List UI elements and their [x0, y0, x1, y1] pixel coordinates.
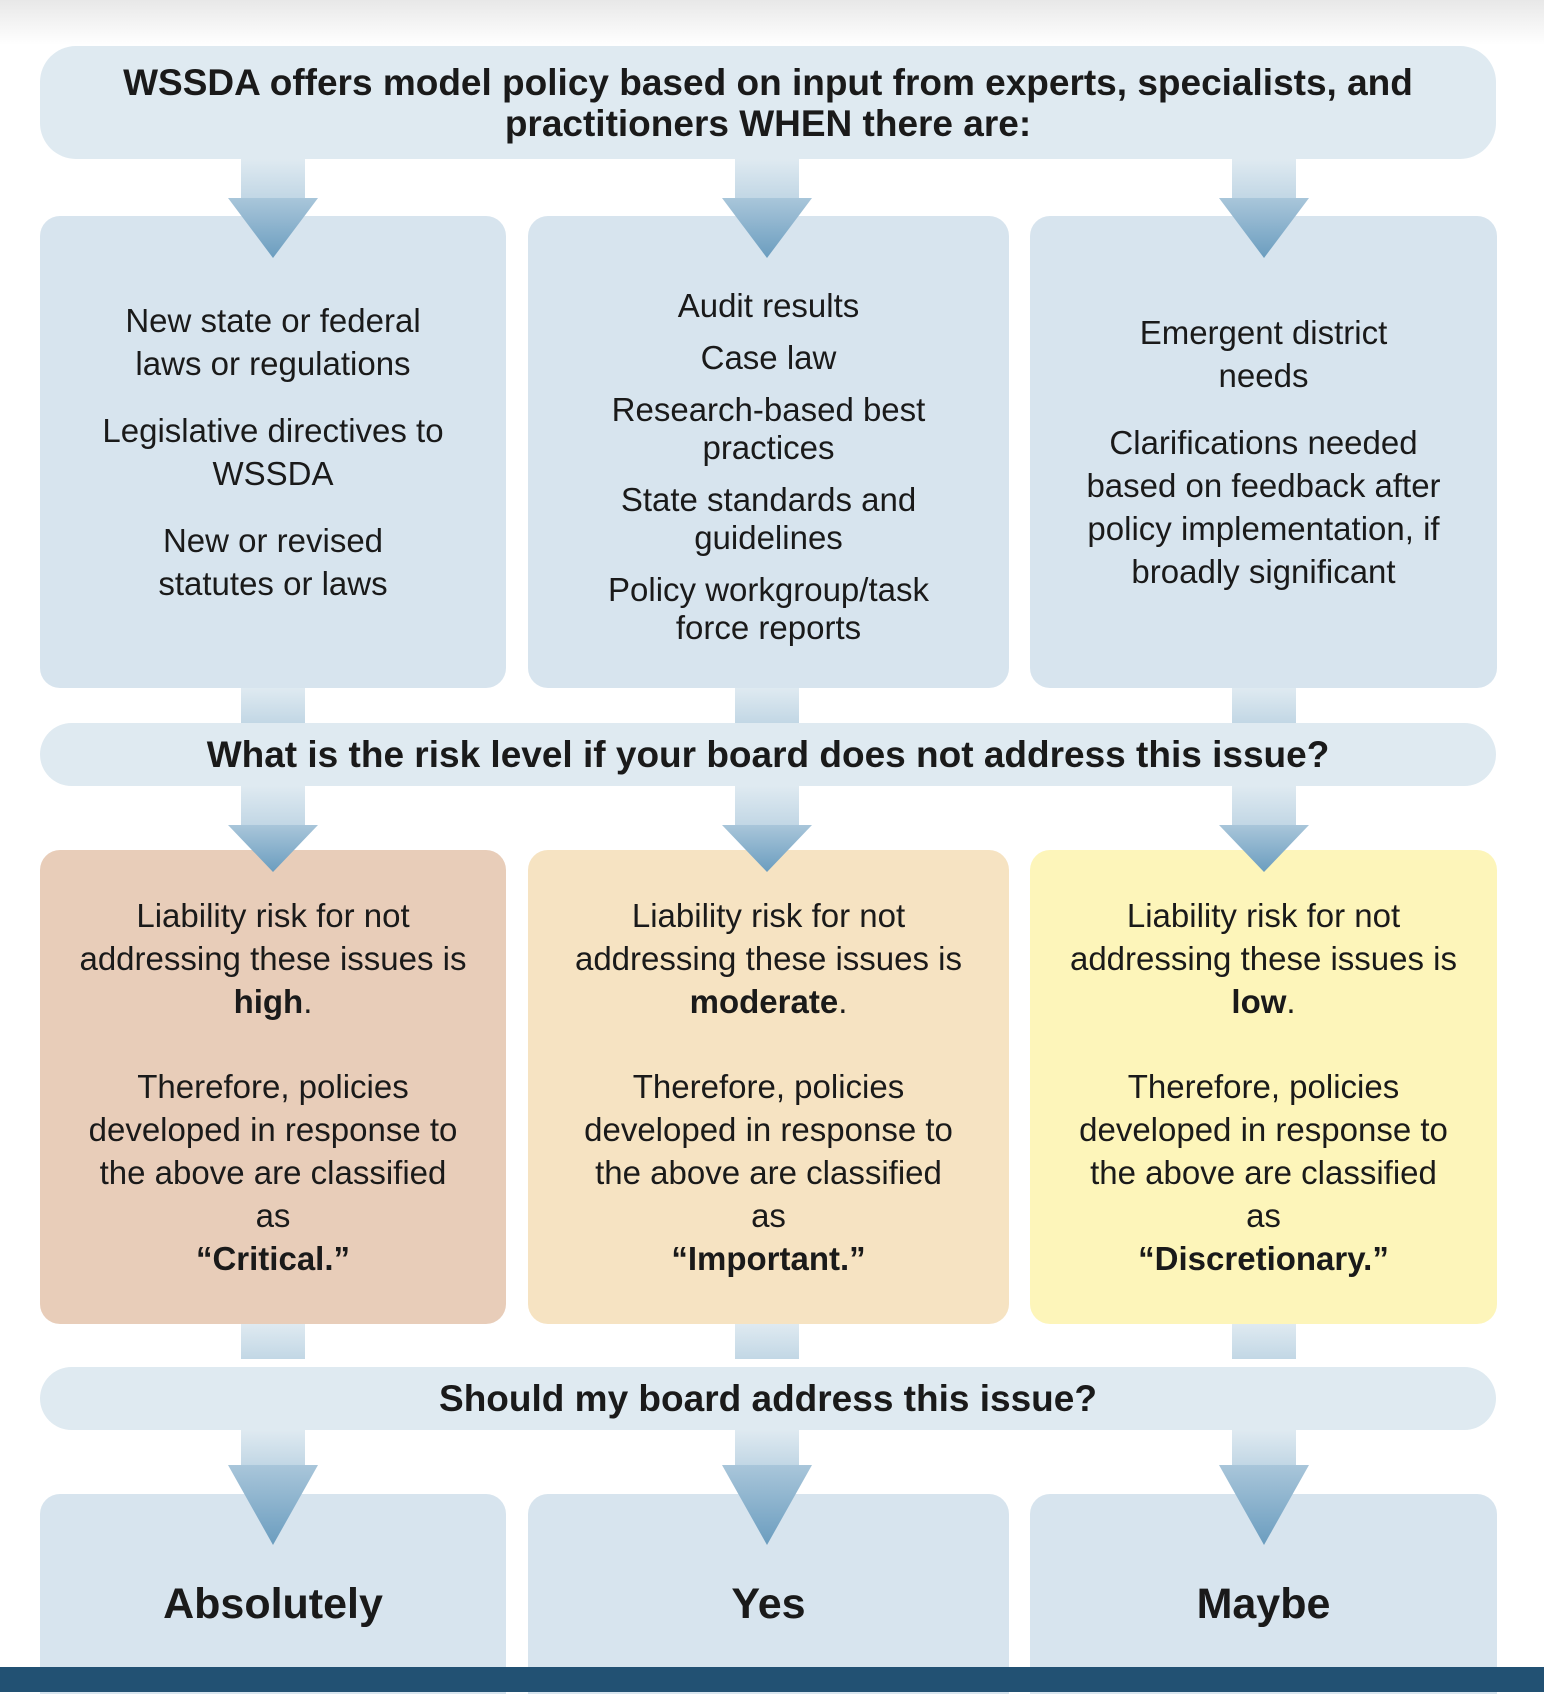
risk-therefore: Therefore, policies developed in respons…: [1079, 1068, 1448, 1234]
risk-classification: “Important.”: [671, 1240, 866, 1277]
arrow-down-icon: [722, 198, 812, 258]
arrow-down-icon: [228, 825, 318, 872]
connector-shaft: [1232, 159, 1296, 198]
source-item: New state or federal laws or regulations: [125, 302, 421, 382]
connector-shaft: [735, 1430, 799, 1465]
risk-statement: Liability risk for not addressing these …: [1069, 897, 1458, 1020]
header-banner: WSSDA offers model policy based on input…: [40, 46, 1496, 159]
connector-shaft: [241, 159, 305, 198]
source-box-district: Emergent district needs Clarifications n…: [1030, 216, 1497, 688]
address-question: Should my board address this issue?: [439, 1378, 1097, 1419]
source-item: Policy workgroup/task force reports: [608, 571, 929, 646]
risk-statement: Liability risk for not addressing these …: [79, 897, 467, 1020]
arrow-down-icon: [228, 1465, 318, 1545]
arrow-down-icon: [228, 198, 318, 258]
connector-shaft: [241, 688, 305, 723]
arrow-down-icon: [722, 1465, 812, 1545]
source-item: New or revised statutes or laws: [158, 522, 388, 602]
connector-shaft: [1232, 688, 1296, 723]
header-line-1: WSSDA offers model policy based on input…: [123, 61, 1413, 103]
connector-shaft: [1232, 1430, 1296, 1465]
risk-level: high: [233, 983, 304, 1020]
arrow-down-icon: [722, 825, 812, 872]
answer-box-yes: Yes: [528, 1494, 1009, 1694]
risk-question-banner: What is the risk level if your board doe…: [40, 723, 1496, 786]
connector-shaft: [1232, 786, 1296, 825]
header-line-2: practitioners WHEN there are:: [504, 102, 1032, 144]
risk-level: low: [1231, 983, 1287, 1020]
connector-shaft: [735, 786, 799, 825]
source-item: Case law: [700, 339, 837, 376]
answer-label: Maybe: [1196, 1579, 1331, 1628]
risk-question: What is the risk level if your board doe…: [206, 734, 1330, 775]
risk-box-moderate: Liability risk for not addressing these …: [528, 850, 1009, 1324]
source-item: Clarifications needed based on feedback …: [1086, 424, 1441, 590]
risk-statement: Liability risk for not addressing these …: [574, 897, 963, 1020]
footer-bar: [0, 1667, 1544, 1692]
risk-therefore: Therefore, policies developed in respons…: [584, 1068, 953, 1234]
risk-classification: “Discretionary.”: [1138, 1240, 1389, 1277]
connector-shaft: [241, 1430, 305, 1465]
risk-classification: “Critical.”: [195, 1240, 351, 1277]
answer-label: Yes: [731, 1579, 806, 1628]
source-item: Legislative directives to WSSDA: [102, 412, 444, 492]
connector-shaft: [735, 159, 799, 198]
source-item: Audit results: [677, 287, 860, 324]
source-box-research: Audit results Case law Research-based be…: [528, 216, 1009, 688]
connector-shaft: [1232, 1324, 1296, 1359]
source-box-laws: New state or federal laws or regulations…: [40, 216, 506, 688]
top-shadow: [0, 0, 1544, 45]
risk-box-high: Liability risk for not addressing these …: [40, 850, 506, 1324]
connector-shaft: [241, 1324, 305, 1359]
arrow-down-icon: [1219, 825, 1309, 872]
connector-shaft: [735, 1324, 799, 1359]
risk-box-low: Liability risk for not addressing these …: [1030, 850, 1497, 1324]
address-question-banner: Should my board address this issue?: [40, 1367, 1496, 1430]
connector-shaft: [241, 786, 305, 825]
connector-shaft: [735, 688, 799, 723]
arrow-down-icon: [1219, 1465, 1309, 1545]
source-item: Emergent district needs: [1139, 314, 1388, 394]
source-item: State standards and guidelines: [620, 481, 917, 556]
arrow-down-icon: [1219, 198, 1309, 258]
answer-label: Absolutely: [163, 1579, 383, 1628]
risk-level: moderate: [689, 983, 839, 1020]
risk-therefore: Therefore, policies developed in respons…: [88, 1068, 458, 1234]
source-item: Research-based best practices: [611, 391, 926, 466]
